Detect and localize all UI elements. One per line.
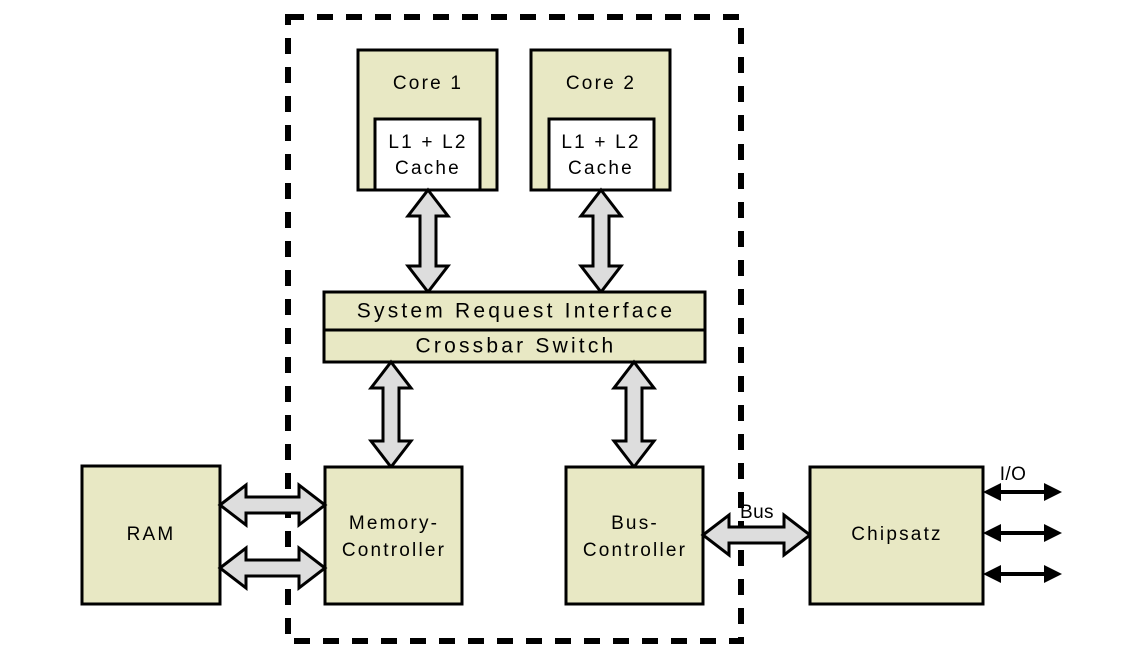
block-memory-controller[interactable]: Memory- Controller <box>323 465 464 606</box>
io-connection-label: I/O <box>1000 464 1027 485</box>
arrow-core1-to-sri <box>404 187 452 295</box>
ram-label: RAM <box>127 524 176 545</box>
system-request-interface-box <box>322 290 707 332</box>
block-bus-controller[interactable]: Bus- Controller <box>564 465 705 606</box>
core-2-cache-label-line2: Cache <box>568 158 634 179</box>
memory-controller-box <box>323 465 464 606</box>
arrow-crossbar-to-bus-controller <box>610 359 658 470</box>
bus-connection-label: Bus <box>740 502 774 523</box>
crossbar-switch-label: Crossbar Switch <box>416 335 617 358</box>
core-1-cache-label-line1: L1 + L2 <box>388 132 467 153</box>
bus-controller-box <box>564 465 705 606</box>
arrow-chipset-io-3 <box>983 565 1062 583</box>
memory-controller-label-line2: Controller <box>342 540 446 561</box>
block-system-request-interface[interactable]: System Request Interface <box>322 290 707 332</box>
arrow-ram-to-memory-controller-lower <box>217 544 328 592</box>
block-core-1-cache[interactable]: L1 + L2 Cache <box>373 117 482 192</box>
arrow-chipset-io-1 <box>983 483 1062 501</box>
chipset-box <box>808 465 985 606</box>
block-crossbar-switch[interactable]: Crossbar Switch <box>322 328 707 364</box>
arrow-ram-to-memory-controller-upper <box>217 481 328 529</box>
cpu-die-boundary <box>285 14 744 644</box>
chipset-label: Chipsatz <box>851 524 943 545</box>
crossbar-switch-box <box>322 328 707 364</box>
core-2-cache-label-line1: L1 + L2 <box>561 132 640 153</box>
bus-controller-label-line1: Bus- <box>611 513 659 534</box>
core-1-label: Core 1 <box>393 73 463 94</box>
block-ram[interactable]: RAM <box>80 464 222 606</box>
ram-box <box>80 464 222 606</box>
arrow-crossbar-to-memory-controller <box>367 359 415 470</box>
bus-controller-label-line2: Controller <box>583 540 687 561</box>
core-2-label: Core 2 <box>566 73 636 94</box>
memory-controller-label-line1: Memory- <box>349 513 439 534</box>
core-1-cache-box <box>373 117 482 192</box>
system-request-interface-label: System Request Interface <box>357 300 675 323</box>
block-core-2-cache[interactable]: L1 + L2 Cache <box>547 117 656 192</box>
block-chipset[interactable]: Chipsatz <box>808 465 985 606</box>
arrow-chipset-io-2 <box>983 524 1062 542</box>
core-1-cache-label-line2: Cache <box>395 158 461 179</box>
arrow-core2-to-sri <box>577 187 625 295</box>
core-2-cache-box <box>547 117 656 192</box>
